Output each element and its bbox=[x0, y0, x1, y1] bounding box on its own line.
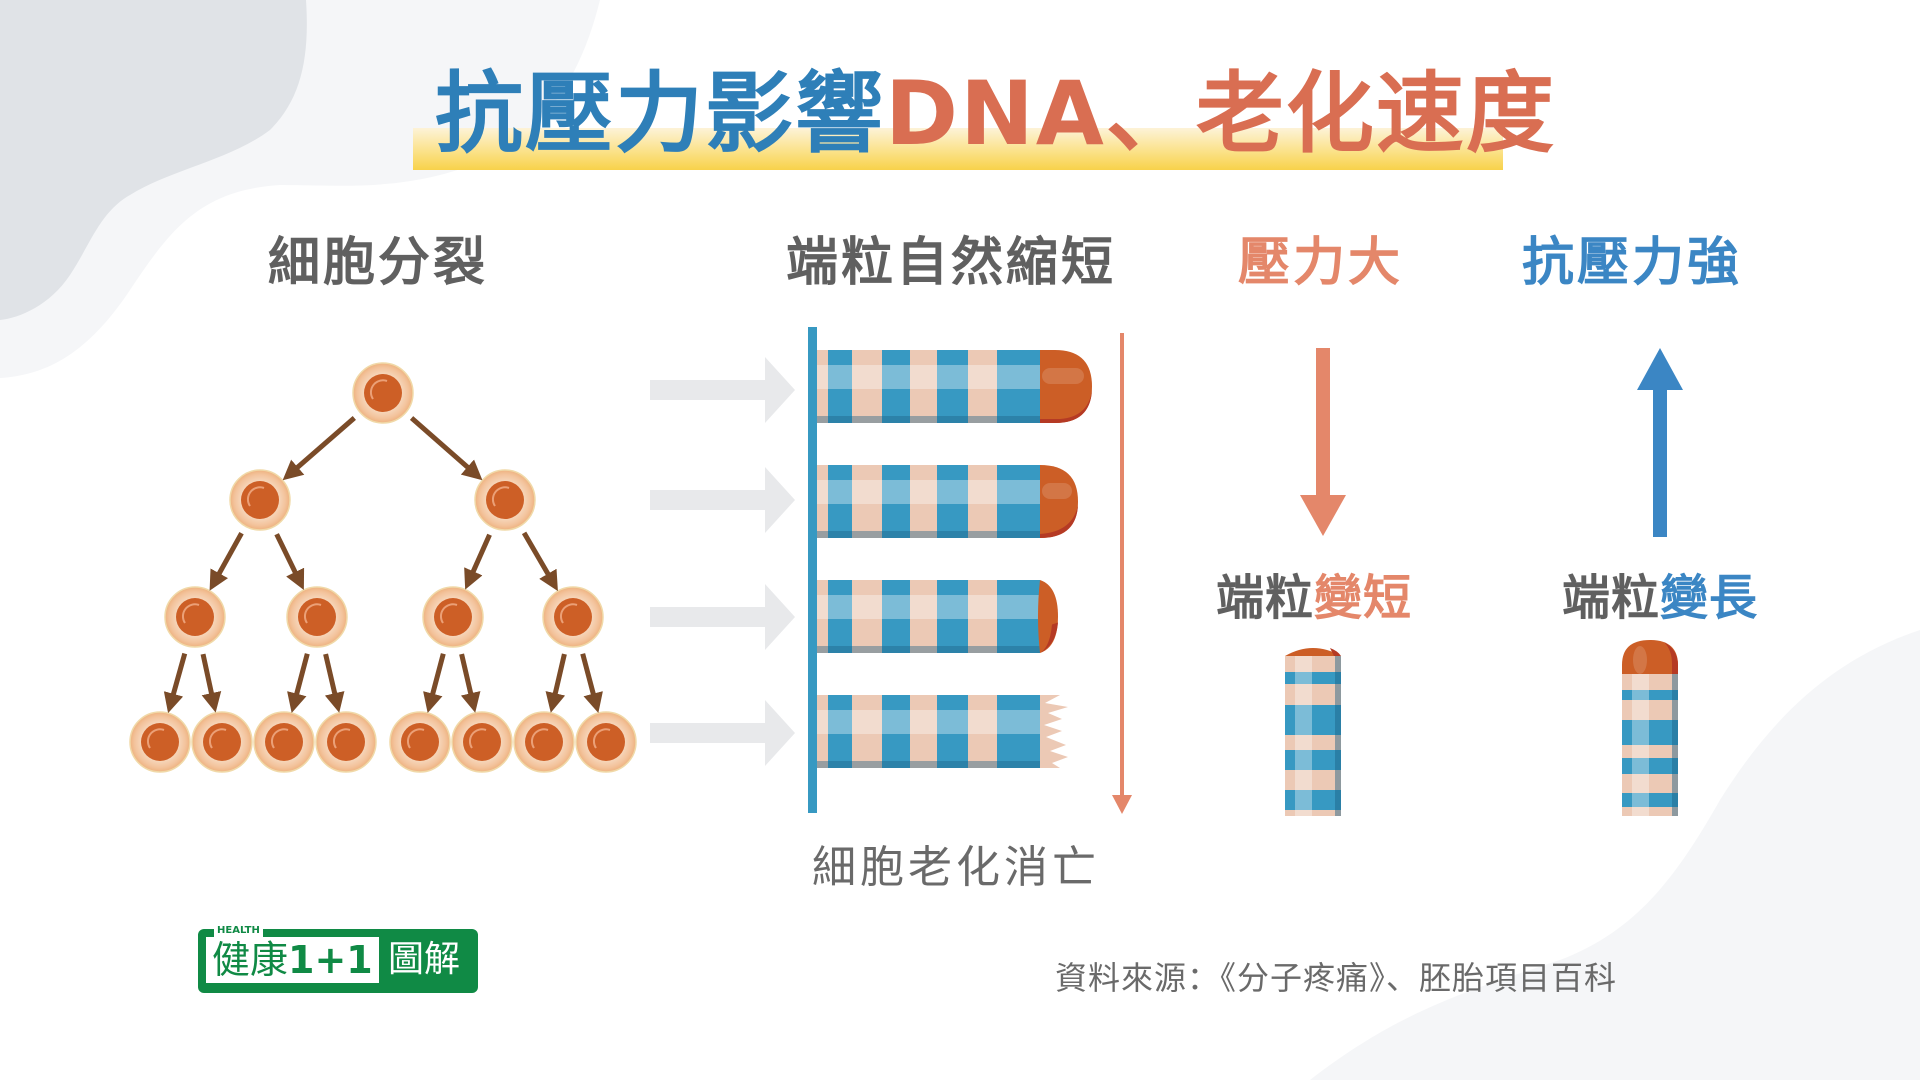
division-arrow-icon bbox=[209, 532, 244, 591]
bg-blob-bottomright bbox=[1310, 630, 1920, 1080]
cell-icon bbox=[129, 711, 191, 773]
chromosome-base-bar bbox=[808, 327, 817, 813]
resilience-up-arrow-icon bbox=[1637, 348, 1683, 537]
cell-icon bbox=[474, 469, 536, 531]
source-citation: 資料來源：《分子疼痛》、胚胎項目百科 bbox=[1055, 959, 1618, 997]
logo-brand-text: 健康 bbox=[212, 938, 289, 982]
logo-brand: 健康1+1 bbox=[212, 935, 373, 985]
title-part-2: DNA、老化速度 bbox=[885, 62, 1556, 165]
cell-icon bbox=[451, 711, 513, 773]
cell-division-arrows bbox=[163, 416, 603, 714]
stress-down-arrow-icon bbox=[1300, 348, 1346, 536]
cell-icon bbox=[389, 711, 451, 773]
flow-arrow-icon bbox=[650, 700, 795, 766]
division-arrow-icon bbox=[409, 416, 483, 481]
division-arrow-icon bbox=[464, 533, 492, 590]
cell-icon bbox=[542, 586, 604, 648]
telomere-row bbox=[817, 465, 1078, 538]
division-arrow-icon bbox=[323, 653, 345, 713]
cell-icon bbox=[191, 711, 253, 773]
cell-icon bbox=[513, 711, 575, 773]
telomere-row bbox=[817, 580, 1058, 653]
brand-logo: HEALTH 健康1+1 圖解 bbox=[198, 925, 478, 993]
label-telomere-longer-suffix: 變長 bbox=[1660, 570, 1759, 626]
cell-icon bbox=[315, 711, 377, 773]
cell-icon bbox=[422, 586, 484, 648]
cell-icon bbox=[229, 469, 291, 531]
logo-white-panel bbox=[206, 937, 379, 983]
label-telomere-shorter: 端粒變短 bbox=[1216, 570, 1412, 626]
heading-cell-division: 細胞分裂 bbox=[268, 233, 489, 293]
telomere-row bbox=[817, 695, 1068, 768]
label-telomere-shorter-prefix: 端粒 bbox=[1216, 570, 1315, 626]
flow-arrow-icon bbox=[650, 584, 795, 650]
telomere-row bbox=[817, 350, 1092, 423]
label-telomere-longer: 端粒變長 bbox=[1562, 570, 1758, 626]
aging-down-arrow-icon bbox=[1112, 333, 1132, 814]
division-arrow-icon bbox=[459, 653, 481, 713]
heading-high-stress: 壓力大 bbox=[1238, 233, 1404, 293]
division-arrow-icon bbox=[287, 653, 310, 713]
division-arrow-icon bbox=[163, 652, 188, 714]
logo-suffix: 圖解 bbox=[388, 939, 461, 980]
cell-icon bbox=[253, 711, 315, 773]
cell-icon bbox=[164, 586, 226, 648]
page-title: 抗壓力影響DNA、老化速度 bbox=[435, 55, 1556, 173]
flow-arrow-icon bbox=[650, 467, 795, 533]
division-arrow-icon bbox=[423, 653, 446, 713]
telomere-cap bbox=[1038, 580, 1058, 653]
title-block: 抗壓力影響DNA、老化速度 bbox=[413, 55, 1554, 173]
division-arrow-icon bbox=[580, 653, 603, 713]
label-cell-death: 細胞老化消亡 bbox=[812, 842, 1100, 893]
division-arrow-icon bbox=[200, 653, 222, 713]
cell-icon bbox=[286, 586, 348, 648]
label-telomere-longer-prefix: 端粒 bbox=[1562, 570, 1661, 626]
heading-strong-resilience: 抗壓力強 bbox=[1522, 233, 1743, 293]
telomere-frayed-end bbox=[1040, 695, 1068, 768]
flow-arrow-icon bbox=[650, 357, 795, 423]
heading-telomere-shortening: 端粒自然縮短 bbox=[786, 233, 1117, 293]
division-arrow-icon bbox=[521, 531, 558, 592]
division-arrow-icon bbox=[282, 416, 356, 481]
flow-arrows bbox=[650, 357, 795, 766]
telomere-cap bbox=[1040, 350, 1092, 423]
telomere-pillar-short bbox=[1285, 648, 1341, 816]
cell-icon bbox=[575, 711, 637, 773]
division-arrow-icon bbox=[545, 653, 567, 713]
label-telomere-shorter-suffix: 變短 bbox=[1314, 570, 1413, 626]
cell-division-tree bbox=[129, 362, 637, 773]
cell-icon bbox=[352, 362, 414, 424]
title-part-1: 抗壓力影響 bbox=[435, 62, 886, 165]
logo-number: 1+1 bbox=[288, 938, 373, 982]
title-highlight bbox=[413, 128, 1503, 170]
telomere-pillar-long bbox=[1622, 640, 1678, 816]
telomere-rows bbox=[817, 350, 1092, 768]
logo-tag: HEALTH bbox=[214, 925, 263, 937]
telomere-cap bbox=[1040, 465, 1078, 538]
division-arrow-icon bbox=[274, 533, 305, 591]
bg-blob-dark-topleft bbox=[0, 0, 307, 320]
